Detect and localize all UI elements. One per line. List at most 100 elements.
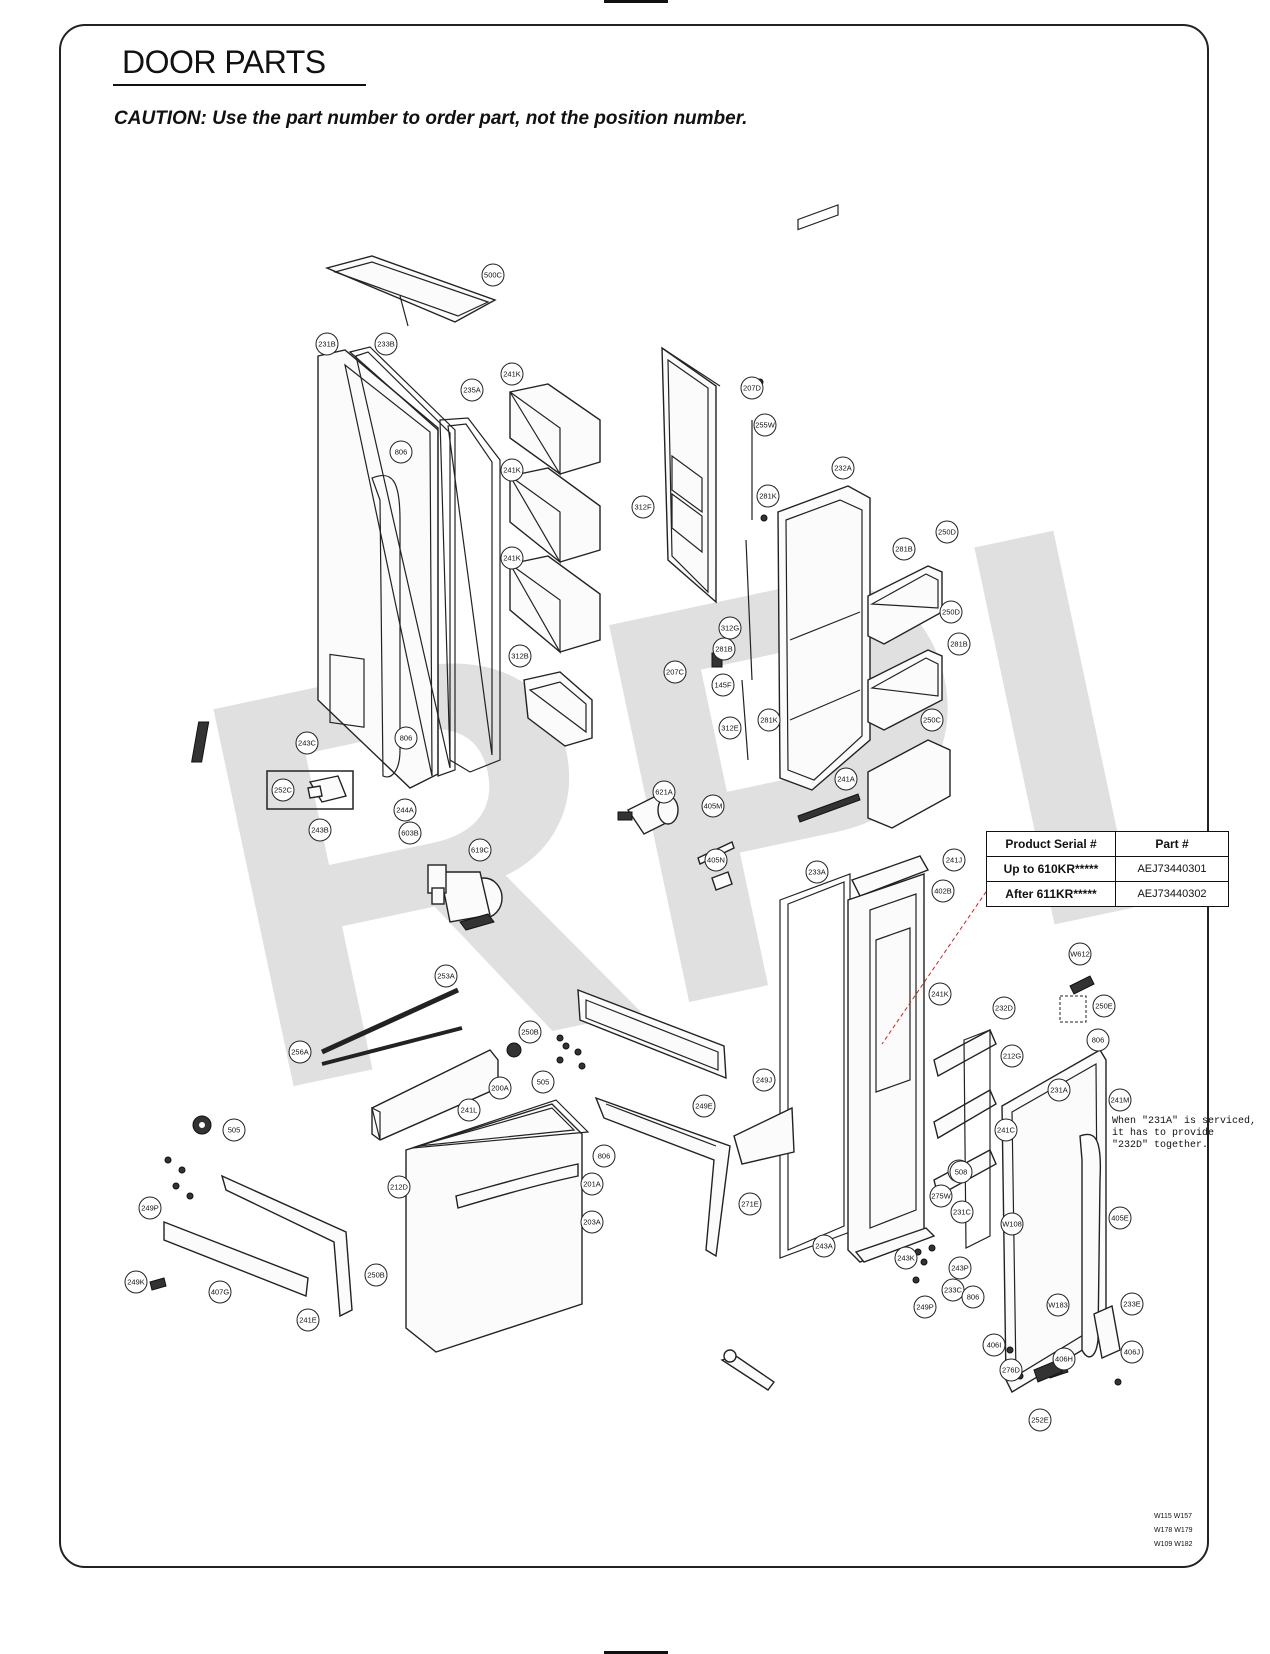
callout-232a: 232A <box>831 456 855 480</box>
part-lower-hinge-items <box>191 721 354 810</box>
callout-label: 603B <box>401 829 419 838</box>
callout-label: 619C <box>471 846 490 855</box>
callout-label: 312B <box>511 652 529 661</box>
callout-252e: 252E <box>1028 1408 1052 1432</box>
callout-bubble <box>631 495 655 519</box>
callout-407g: 407G <box>208 1280 232 1304</box>
callout-label: 806 <box>598 1152 611 1161</box>
callout-label: 405M <box>704 802 723 811</box>
callout-label: 233A <box>808 868 826 877</box>
service-note-line: When "231A" is serviced, <box>1112 1116 1257 1127</box>
callout-281b: 281B <box>892 537 916 561</box>
callout-label: 312G <box>721 624 740 633</box>
callout-label: 232A <box>834 464 852 473</box>
callout-bubble <box>295 731 319 755</box>
callout-label: 249E <box>695 1102 713 1111</box>
callout-label: 806 <box>967 1293 980 1302</box>
callout-207c: 207C <box>663 660 687 684</box>
callout-bubble <box>1108 1206 1132 1230</box>
callout-bubble <box>208 1280 232 1304</box>
callout-bubble <box>718 616 742 640</box>
callout-label: 806 <box>1092 1036 1105 1045</box>
callout-bubble <box>1047 1078 1071 1102</box>
callout-bubble <box>1046 1293 1070 1317</box>
callout-bubble <box>740 376 764 400</box>
callout-label: 244A <box>396 806 414 815</box>
callout-241j: 241J <box>942 848 966 872</box>
callout-bubble <box>950 1200 974 1224</box>
callout-label: 212D <box>390 1183 409 1192</box>
part-top-bracket <box>1059 975 1095 1023</box>
callout-bubble <box>315 332 339 356</box>
callout-label: 250D <box>938 528 957 537</box>
callout-505: 505 <box>222 1118 246 1142</box>
callout-label: 271E <box>741 1200 759 1209</box>
callout-label: 281B <box>895 545 913 554</box>
callout-label: 243A <box>815 1242 833 1251</box>
callout-241m: 241M <box>1108 1088 1132 1112</box>
callout-label: 508 <box>955 1168 968 1177</box>
callout-bubble <box>1092 994 1116 1018</box>
callout-label: 232D <box>995 1004 1014 1013</box>
callout-bubble <box>1052 1347 1076 1371</box>
callout-label: 250B <box>367 1271 385 1280</box>
callout-271e: 271E <box>738 1192 762 1216</box>
callout-bubble <box>124 1270 148 1294</box>
callout-label: 241E <box>299 1316 317 1325</box>
part-drawer-rail-left <box>149 1174 353 1318</box>
callout-243a: 243A <box>812 1234 836 1258</box>
callout-bubble <box>834 767 858 791</box>
callout-243p: 243P <box>948 1256 972 1280</box>
callout-label: 233E <box>1123 1300 1141 1309</box>
part-top-hinge-cover <box>324 255 497 327</box>
callout-bubble <box>374 332 398 356</box>
callout-bubble <box>488 1076 512 1100</box>
callout-bubble <box>663 660 687 684</box>
callout-label: 203A <box>583 1218 601 1227</box>
callout-bubble <box>711 673 735 697</box>
callout-label: 241K <box>503 466 521 475</box>
serial-range-2: After 611KR***** <box>986 881 1116 907</box>
callout-label: 250B <box>521 1028 539 1037</box>
callout-207d: 207D <box>740 376 764 400</box>
callout-231b: 231B <box>315 332 339 356</box>
callout-249p: 249P <box>138 1196 162 1220</box>
callout-bubble <box>692 1094 716 1118</box>
callout-bubble <box>138 1196 162 1220</box>
callout-bubble <box>518 1020 542 1044</box>
callout-250c: 250C <box>920 708 944 732</box>
callout-bubble <box>701 794 725 818</box>
part-freezer-drawer-door <box>405 1099 590 1353</box>
callout-241k: 241K <box>928 982 952 1006</box>
callout-bubble <box>364 1263 388 1287</box>
callout-label: W183 <box>1048 1301 1068 1310</box>
callout-253a: 253A <box>434 964 458 988</box>
callout-235a: 235A <box>460 378 484 402</box>
callout-label: 281B <box>715 645 733 654</box>
callout-bubble <box>831 456 855 480</box>
callout-402b: 402B <box>931 879 955 903</box>
callout-label: 201A <box>583 1180 601 1189</box>
callout-bubble <box>393 798 417 822</box>
callout-bubble <box>271 778 295 802</box>
callout-bubble <box>939 600 963 624</box>
callout-bubble <box>920 708 944 732</box>
callout-bubble <box>398 821 422 845</box>
callout-bubble <box>500 458 524 482</box>
callout-bubble <box>948 1256 972 1280</box>
callout-250d: 250D <box>939 600 963 624</box>
table-leader-line <box>881 885 991 1045</box>
callout-label: 505 <box>228 1126 241 1135</box>
callout-249j: 249J <box>752 1068 776 1092</box>
callout-312e: 312E <box>718 716 742 740</box>
callout-249p: 249P <box>913 1295 937 1319</box>
callout-bubble <box>931 879 955 903</box>
callout-806: 806 <box>394 726 418 750</box>
callout-505: 505 <box>531 1070 555 1094</box>
callout-w183: W183 <box>1046 1293 1070 1317</box>
callout-281b: 281B <box>947 632 971 656</box>
callout-249k: 249K <box>124 1270 148 1294</box>
callout-bubble <box>712 637 736 661</box>
page-title: DOOR PARTS <box>122 44 326 80</box>
callout-w108: W108 <box>1000 1212 1024 1236</box>
